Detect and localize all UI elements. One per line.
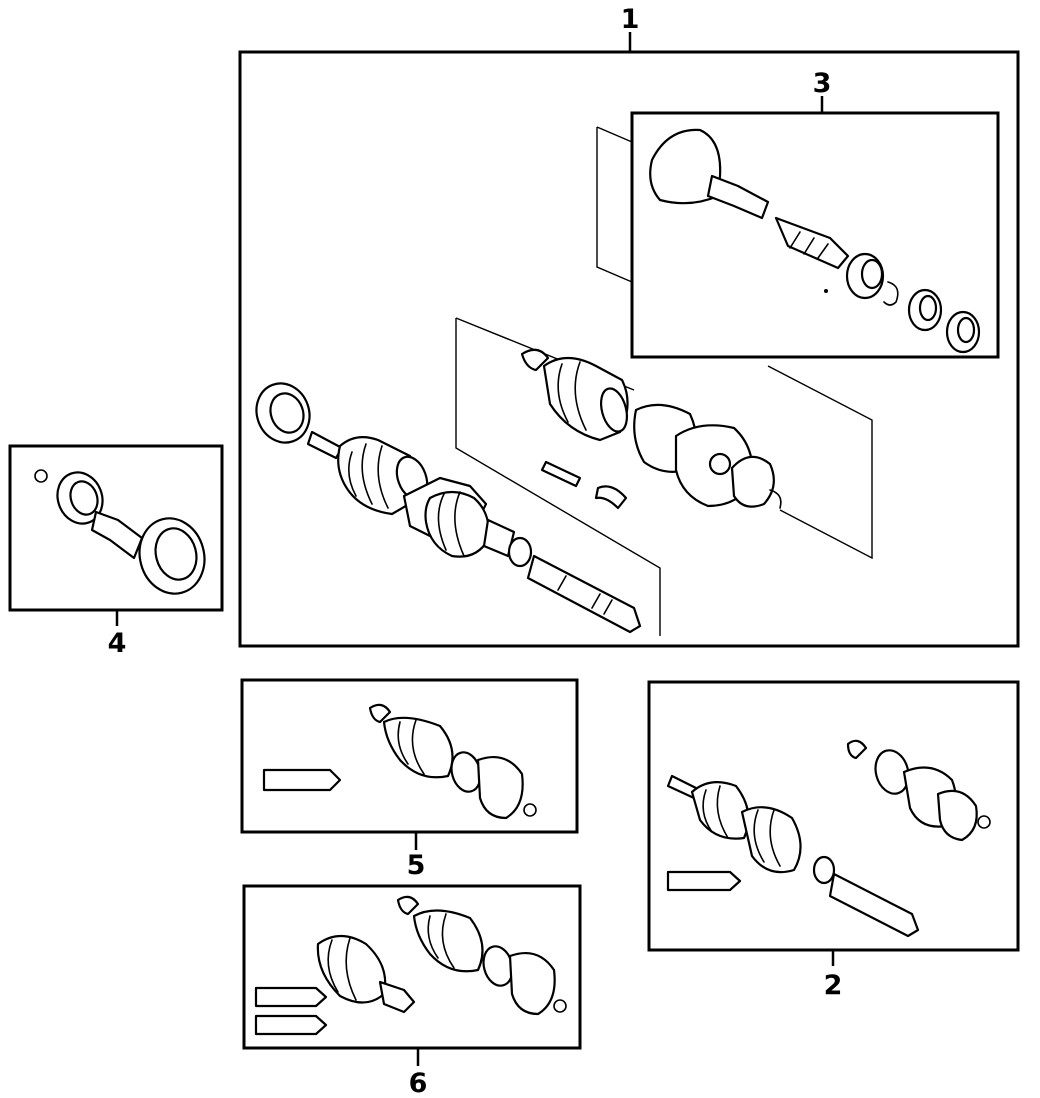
callout-5-label: 5 (407, 850, 426, 881)
outer-joint-housing (649, 128, 722, 205)
bearing-cage-inner (860, 258, 884, 290)
joint-stem (706, 174, 770, 220)
detail-dot (824, 289, 828, 293)
drive-shaft (828, 872, 920, 938)
dowel-pin (540, 460, 582, 488)
o-ring (977, 815, 991, 829)
assembly-1-group: 3 (238, 4, 1020, 648)
seal-ring-bore (69, 480, 99, 516)
drive-shaft (526, 554, 642, 634)
snap-ring-small (769, 489, 782, 509)
shaft-grooves (557, 575, 613, 615)
part-2-group: 2 (647, 680, 1020, 1001)
subassembly-3-group: 3 (596, 68, 1000, 359)
assembly-1-box (238, 50, 1020, 648)
part-6-group: 6 (242, 884, 582, 1098)
retaining-clip (594, 485, 628, 510)
boot-band-large (874, 749, 910, 795)
part-4-group: 4 (8, 444, 224, 659)
snap-ring (883, 281, 899, 306)
callout-3-label: 3 (813, 68, 832, 99)
cv-boot (382, 716, 454, 779)
shaft-clamp (507, 536, 533, 568)
callout-6-label: 6 (409, 1068, 428, 1098)
grease-tube (666, 870, 742, 892)
boot-band-large (599, 387, 629, 433)
callout-1-label: 1 (621, 4, 640, 35)
stub-spline (306, 430, 344, 460)
boot-ribs (437, 491, 465, 557)
splined-shaft (774, 216, 850, 270)
boot-ribs (348, 443, 389, 509)
seal-ring-bore (956, 316, 976, 344)
boot-band-small (396, 895, 420, 916)
part-6-box (242, 884, 582, 1050)
boot-end (476, 756, 524, 820)
shaft-clamp (812, 855, 836, 885)
grease-tube (262, 768, 342, 792)
dust-seal-ring-bore (269, 392, 305, 434)
exploded-frame (455, 318, 661, 636)
boot-ribs (702, 785, 729, 839)
grease-tube (254, 986, 328, 1008)
boot-neck (482, 518, 516, 558)
exploded-frame (767, 365, 873, 560)
o-ring (34, 469, 48, 483)
boot-ribs (327, 937, 357, 1001)
o-ring (523, 803, 537, 817)
callout-2-label: 2 (824, 970, 843, 1001)
tripod-spider (730, 455, 775, 508)
boot-neck (378, 980, 416, 1014)
part-5-group: 5 (240, 678, 579, 881)
callout-4-label: 4 (108, 628, 127, 659)
o-ring (553, 999, 567, 1013)
boot-end (936, 789, 978, 842)
boot-band-small (846, 739, 868, 760)
joint-housing-bore (154, 527, 198, 581)
projection-line (596, 127, 633, 283)
boot-band-small (368, 703, 392, 724)
spline-marks (789, 231, 829, 259)
outer-cv-boot (316, 934, 387, 1004)
inner-cv-boot (412, 909, 484, 973)
boot-end (508, 952, 556, 1016)
boot-ribs (557, 361, 587, 431)
tripod-center (708, 452, 732, 476)
boot-ribs (427, 913, 455, 969)
housing-stem (90, 510, 144, 560)
boot-ribs (753, 809, 781, 867)
outer-cv-boot (690, 781, 750, 840)
boot-ribs (397, 719, 425, 775)
projection-line (596, 126, 633, 143)
inner-race-bore (918, 294, 938, 322)
part-5-box (240, 678, 579, 834)
half-shaft-assembly (255, 348, 782, 634)
grease-tube (254, 1014, 328, 1036)
inner-cv-boot-bellows (424, 490, 490, 558)
subassembly-3-box (630, 111, 1000, 359)
boot-band-small (520, 348, 550, 372)
